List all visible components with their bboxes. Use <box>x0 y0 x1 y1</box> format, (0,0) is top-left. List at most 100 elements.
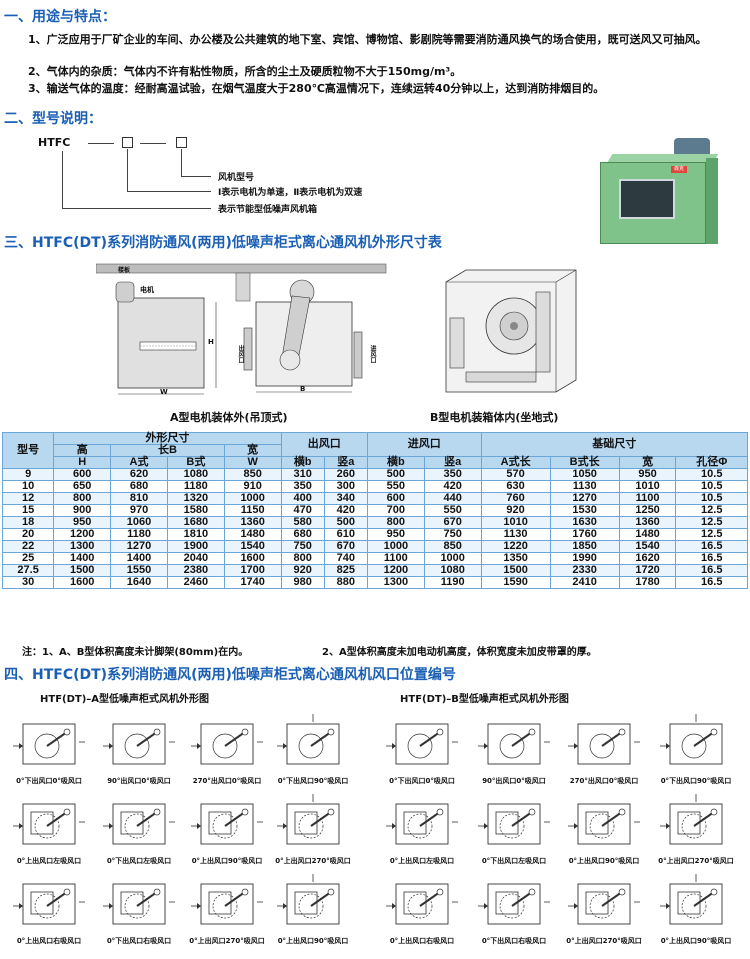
connector-3v <box>62 151 63 208</box>
table-cell: 10 <box>1 480 55 493</box>
table-cell: 1150 <box>223 504 282 517</box>
table-cell: 610 <box>323 528 368 541</box>
position-label: 0°上出风口270°吸风口 <box>658 857 734 865</box>
table-cell: 1640 <box>110 576 168 589</box>
table-cell: 1400 <box>53 552 112 565</box>
table-cell: 350 <box>280 480 325 493</box>
position-label: 0°上出风口270°吸风口 <box>275 857 351 865</box>
position-label: 0°上出风口90°吸风口 <box>277 937 349 945</box>
section1-paragraph-3: 3、输送气体的温度：经耐高温试验，在烟气温度大于280℃高温情况下，连续运转40… <box>28 82 605 95</box>
fan-sketch <box>660 794 723 845</box>
label-w: W <box>160 388 168 396</box>
table-cell: 1580 <box>166 504 225 517</box>
table-cell: 1780 <box>618 576 677 589</box>
table-cell: 850 <box>223 468 282 481</box>
table-cell: 1900 <box>166 540 225 553</box>
label-motor: 电机 <box>140 286 154 294</box>
table-cell: 20 <box>1 528 55 541</box>
position-diagram: 0°上出风口270°吸风口 <box>270 792 356 870</box>
table-cell: 550 <box>366 480 425 493</box>
position-diagram: 0°下出风口右吸风口 <box>471 872 557 950</box>
table-cell: 15 <box>1 504 55 517</box>
table-cell: 1990 <box>549 552 620 565</box>
table-cell: 340 <box>323 492 368 505</box>
table-cell: 27.5 <box>1 564 55 577</box>
table-cell: 1810 <box>166 528 225 541</box>
position-label: 0°下出风口右吸风口 <box>106 937 172 945</box>
table-cell: 1360 <box>618 516 677 529</box>
table-cell: 1010 <box>480 516 551 529</box>
position-diagram: 270°出风口0°吸风口 <box>561 712 647 790</box>
table-cell: 470 <box>280 504 325 517</box>
fan-sketch <box>191 883 263 925</box>
code-dash-2 <box>140 143 166 144</box>
note-1: 注：1、A、B型体积高度未计脚架(80mm)在内。 <box>22 647 249 658</box>
table-cell: 1180 <box>110 528 168 541</box>
label-ceiling: 楼板 <box>118 267 131 274</box>
code-box-2 <box>176 137 187 148</box>
table-cell: 570 <box>480 468 551 481</box>
photo-badge: 森克 <box>671 166 687 173</box>
table-cell: 1760 <box>549 528 620 541</box>
fan-sketch <box>478 803 550 845</box>
table-cell: 800 <box>366 516 425 529</box>
table-cell: 16.5 <box>675 552 748 565</box>
table-cell: 1350 <box>480 552 551 565</box>
table-cell: 800 <box>280 552 325 565</box>
position-label: 0°上出风口90°吸风口 <box>191 857 263 865</box>
table-cell: 1130 <box>480 528 551 541</box>
table-cell: 1000 <box>223 492 282 505</box>
table-cell: 1010 <box>618 480 677 493</box>
connector-2h <box>127 191 211 192</box>
table-cell: 10.5 <box>675 480 748 493</box>
position-diagram: 0°上出风口270°吸风口 <box>653 792 739 870</box>
table-cell: 670 <box>323 540 368 553</box>
table-cell: 1740 <box>223 576 282 589</box>
table-cell: 420 <box>323 504 368 517</box>
note-2: 2、A型体积高度未加电动机高度，体积宽度未加皮带罩的厚。 <box>322 647 597 658</box>
fan-sketch <box>568 883 640 925</box>
table-cell: 260 <box>323 468 368 481</box>
table-cell: 25 <box>1 552 55 565</box>
position-diagram: 0°下出风口0°吸风口 <box>6 712 92 790</box>
th-model: 型号 <box>1 432 55 469</box>
table-cell: 680 <box>280 528 325 541</box>
th-hole: 孔径Φ <box>675 456 748 469</box>
table-cell: 620 <box>110 468 168 481</box>
table-cell: 910 <box>223 480 282 493</box>
th-high: 高 <box>53 444 112 457</box>
table-cell: 1630 <box>549 516 620 529</box>
table-cell: 950 <box>618 468 677 481</box>
fan-sketch <box>478 883 550 925</box>
diagram-b-floor-mount <box>445 269 577 393</box>
code-box-1 <box>122 137 133 148</box>
code-dash-1 <box>88 143 114 144</box>
table-cell: 1000 <box>366 540 425 553</box>
th-inlet-a: 竖a <box>423 456 482 469</box>
table-cell: 810 <box>110 492 168 505</box>
table-cell: 420 <box>423 480 482 493</box>
photo-outlet <box>619 179 675 219</box>
th-long: 长B <box>110 444 225 457</box>
fan-sketch <box>103 723 175 765</box>
table-cell: 2410 <box>549 576 620 589</box>
section2-title: 二、型号说明： <box>4 111 102 127</box>
fan-sketch <box>277 874 340 925</box>
position-label: 270°出风口0°吸风口 <box>569 777 639 785</box>
table-cell: 950 <box>366 528 425 541</box>
caption-b: B型电机装箱体内(坐地式) <box>430 411 559 424</box>
table-cell: 1270 <box>549 492 620 505</box>
table-cell: 750 <box>280 540 325 553</box>
table-cell: 1200 <box>53 528 112 541</box>
position-diagram: 0°下出风口90°吸风口 <box>270 712 356 790</box>
fan-sketch <box>103 803 175 845</box>
section3-title: 三、HTFC(DT)系列消防通风(两用)低噪声柜式离心通风机外形尺寸表 <box>4 235 442 251</box>
table-cell: 1540 <box>618 540 677 553</box>
th-base-b: B式长 <box>549 456 620 469</box>
connector-1h <box>181 176 211 177</box>
th-b-type: B式 <box>166 456 225 469</box>
position-diagram: 0°上出风口右吸风口 <box>6 872 92 950</box>
